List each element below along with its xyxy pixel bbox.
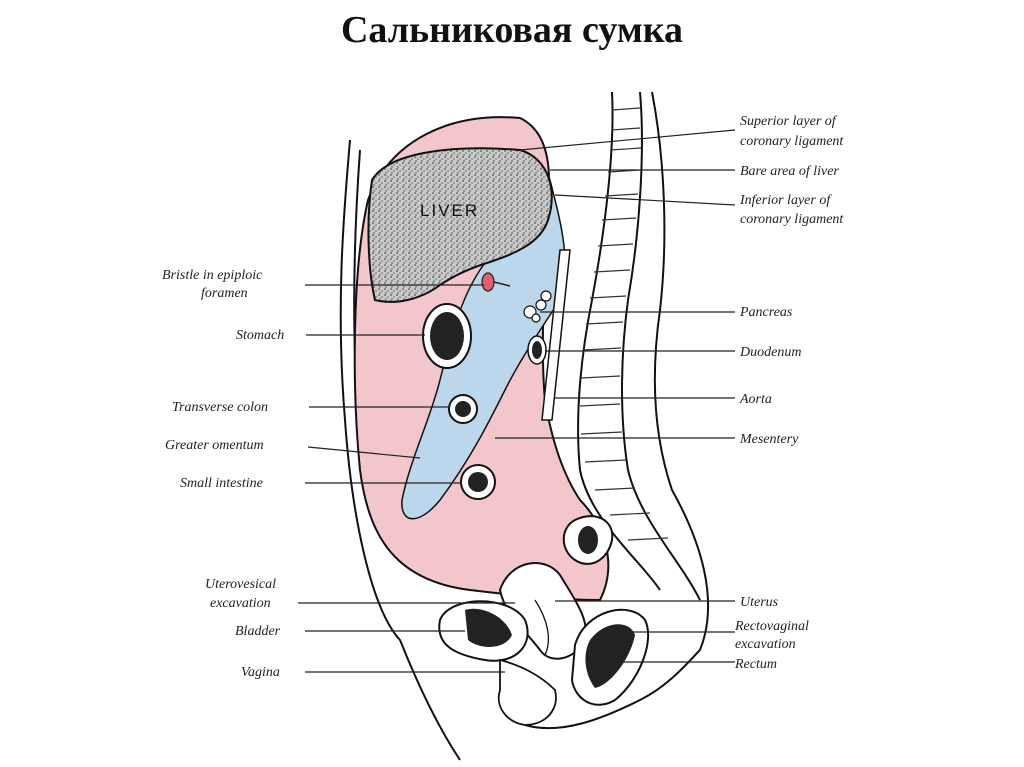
- label-superior-line1: Superior layer of: [740, 114, 838, 129]
- abdominal-wall-outline: [339, 139, 461, 761]
- label-rectovaginal-line1: Rectovaginal: [734, 619, 809, 634]
- label-aorta: Aorta: [739, 392, 772, 407]
- vagina: [497, 658, 557, 726]
- leader-lines-right: [495, 129, 736, 663]
- bladder-lumen: [465, 608, 512, 647]
- leader-lines-left: [298, 284, 515, 673]
- label-rectum: Rectum: [734, 657, 777, 672]
- label-vagina: Vagina: [241, 665, 280, 680]
- label-uterus: Uterus: [740, 595, 779, 610]
- label-inferior-line2: coronary ligament: [740, 212, 844, 227]
- label-uterovesical-line1: Uterovesical: [205, 577, 276, 592]
- label-bare-area: Bare area of liver: [740, 164, 839, 179]
- label-transverse-colon: Transverse colon: [172, 400, 268, 415]
- epiploic-foramen-bristle: [481, 272, 495, 292]
- label-bristle-line2: foramen: [201, 286, 248, 301]
- uterine-cavity: [534, 599, 549, 656]
- back-outline: [651, 91, 710, 651]
- liver-label: LIVER: [420, 201, 479, 220]
- bristle-arrow: [493, 281, 511, 287]
- label-bladder: Bladder: [235, 624, 281, 639]
- label-superior-line2: coronary ligament: [740, 134, 844, 149]
- pancreas: [523, 290, 552, 323]
- label-inferior-line1: Inferior layer of: [739, 193, 832, 208]
- colon-lumen: [455, 401, 471, 417]
- label-stomach: Stomach: [236, 328, 284, 343]
- label-duodenum: Duodenum: [739, 345, 801, 360]
- page-title: Сальниковая сумка: [340, 9, 684, 51]
- intestine-lumen: [468, 472, 488, 492]
- label-bristle-line1: Bristle in epiploic: [162, 268, 263, 283]
- duodenum-lumen: [532, 341, 542, 359]
- perineum-outline: [524, 649, 701, 730]
- stomach-lumen: [430, 312, 464, 360]
- sigmoid-lumen: [578, 526, 598, 554]
- label-rectovaginal-line2: excavation: [735, 637, 796, 652]
- rectum-lumen: [585, 624, 635, 688]
- label-pancreas: Pancreas: [739, 305, 793, 320]
- vertebrae: [579, 107, 669, 541]
- label-small-intestine: Small intestine: [180, 476, 263, 491]
- liver: [367, 147, 553, 303]
- spinal-column-back: [621, 91, 701, 601]
- label-greater-omentum: Greater omentum: [165, 438, 264, 453]
- label-mesentery: Mesentery: [739, 432, 799, 447]
- label-uterovesical-line2: excavation: [210, 596, 271, 611]
- aorta: [541, 249, 571, 421]
